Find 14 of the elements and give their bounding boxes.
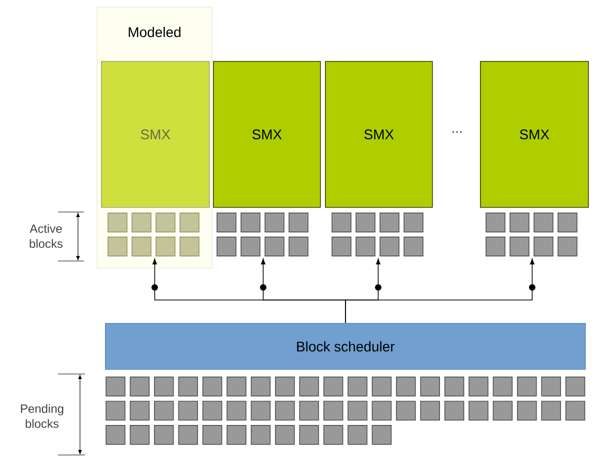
label: Pending blocks [20,404,64,428]
smx-box: SMX [325,61,433,208]
ellipsis: … [452,131,462,133]
pending-block-grid [106,376,586,445]
smx-box: SMX [213,61,321,208]
label: Active blocks [30,224,63,248]
arrow [345,258,534,324]
smx-box: SMX [480,61,589,208]
active-block-grid [108,212,200,256]
smx-box: SMX [101,61,210,208]
active-block-grid [216,212,308,256]
block-scheduler-box: Block scheduler [105,323,586,370]
active-block-grid [332,212,424,256]
active-block-grid [486,212,578,256]
